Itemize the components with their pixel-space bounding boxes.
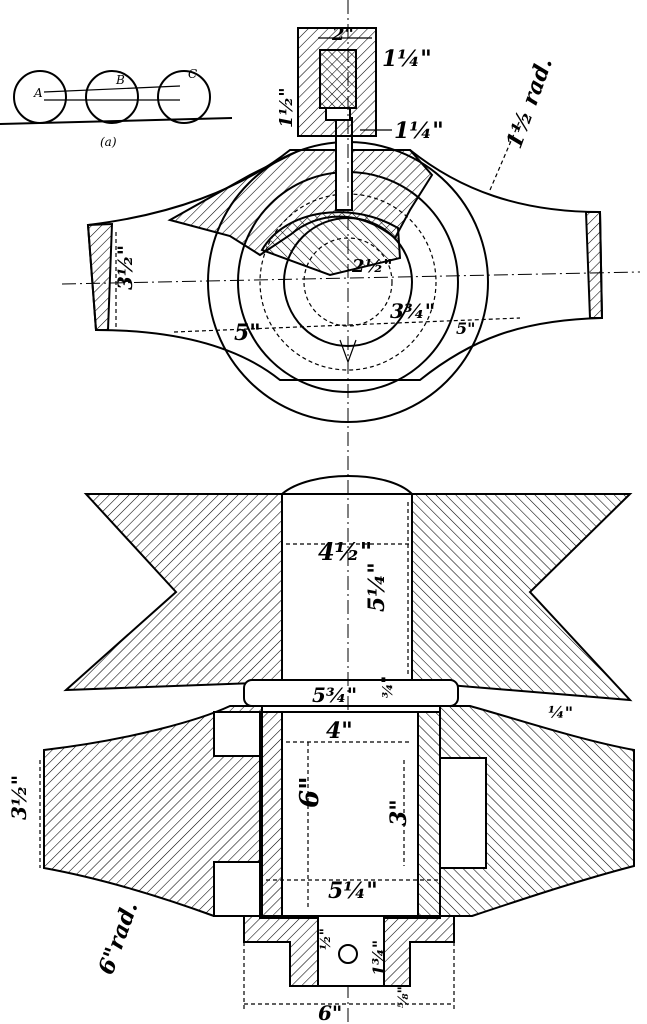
- dim-collar-height: 1½": [276, 87, 297, 128]
- roller-label-c: C: [188, 67, 197, 81]
- dim-fillet-radius: 1½ rad.: [501, 54, 558, 152]
- dim-side-thick: 3½": [7, 775, 31, 820]
- roller-label-b: B: [115, 73, 125, 87]
- dim-flange-thick: ⅝": [396, 986, 412, 1008]
- dim-hole-half: ½": [318, 928, 334, 950]
- dim-collar-width: 5¾": [312, 683, 357, 707]
- dim-thread-dia: 1¼": [382, 46, 432, 72]
- roller-label-a: A: [33, 86, 43, 100]
- dim-bore-length: 5¼": [364, 562, 390, 612]
- dim-stem-dia: 1¼": [394, 118, 444, 144]
- dim-top-width: 2": [331, 24, 354, 45]
- dim-base-width: 5¼": [328, 878, 378, 904]
- dim-lower-height: 6": [295, 776, 325, 808]
- figure-label: (a): [100, 135, 117, 149]
- upper-section: [63, 475, 633, 1024]
- roller-sketch: A B C (a): [0, 67, 233, 149]
- dim-flange-width: 6": [318, 1001, 342, 1024]
- dim-bottom-radius: 6"rad.: [93, 898, 143, 978]
- dim-recess-height: 3": [386, 799, 412, 826]
- lower-section: [39, 705, 635, 1010]
- dim-bore-upper: 4½": [318, 537, 372, 566]
- dim-gap: ¼": [548, 703, 573, 722]
- dim-ring-dia: 3¾": [390, 299, 435, 323]
- top-view: [61, 0, 641, 480]
- dim-arm-length: 5": [234, 320, 261, 346]
- dim-ring-outer: 5": [456, 319, 475, 338]
- dim-collar-thick: ¾": [380, 676, 396, 698]
- dim-pin-dia: 2½": [351, 256, 393, 277]
- dim-arm-thickness: 3½": [113, 245, 137, 290]
- dim-flange-height: 1¾": [369, 940, 388, 976]
- dim-bore-lower: 4": [326, 718, 353, 744]
